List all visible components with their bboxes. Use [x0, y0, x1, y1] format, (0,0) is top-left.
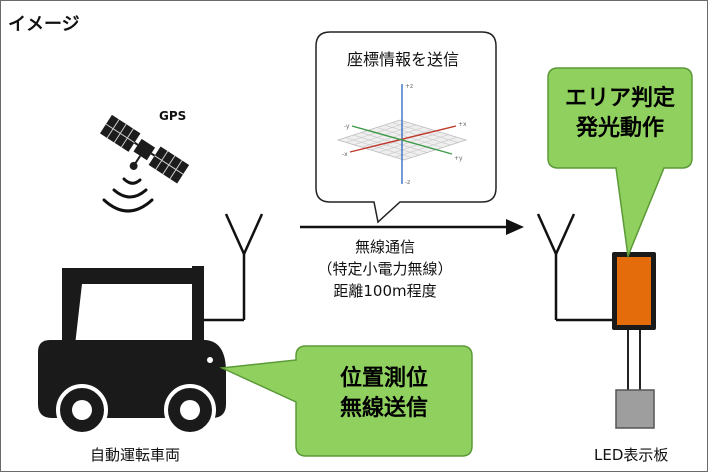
radio-line-3: 距離100m程度 [333, 282, 437, 300]
svg-text:+x: +x [458, 121, 467, 128]
vehicle-label: 自動運転車両 [90, 446, 181, 464]
radio-line-1: 無線通信 [354, 238, 415, 256]
led-callout-text: エリア判定 発光動作 [548, 84, 692, 144]
led-callout-bubble [547, 67, 693, 259]
radio-description: 無線通信 （特定小電力無線） 距離100m程度 [300, 236, 470, 302]
coordinate-grid-icon: +z +x +y -y -x -z [336, 83, 468, 186]
led-board-label: LED表示板 [594, 446, 669, 464]
led-display-board-icon [612, 252, 656, 429]
page-title: イメージ [8, 14, 80, 35]
autonomous-vehicle-icon [38, 266, 226, 436]
vehicle-callout-line-2: 無線送信 [339, 396, 428, 421]
svg-text:-y: -y [344, 123, 350, 130]
vehicle-callout-text: 位置測位 無線送信 [296, 364, 472, 424]
vehicle-callout-bubble [219, 345, 473, 457]
coordinate-bubble-label: 座標情報を送信 [346, 50, 459, 69]
led-callout-line-2: 発光動作 [575, 116, 664, 141]
vehicle-antenna-icon [204, 213, 264, 322]
led-callout-line-1: エリア判定 [564, 86, 675, 111]
svg-text:-x: -x [342, 151, 348, 158]
transmission-arrow-head [506, 219, 524, 235]
satellite-signal-waves-icon [102, 177, 154, 213]
radio-line-2: （特定小電力無線） [317, 260, 453, 278]
vehicle-callout-line-1: 位置測位 [339, 366, 428, 391]
led-board-antenna-icon [536, 213, 612, 322]
svg-text:+z: +z [405, 83, 413, 90]
gps-label: GPS [159, 109, 187, 123]
svg-text:+y: +y [454, 155, 463, 162]
svg-text:-z: -z [405, 179, 410, 186]
satellite-icon [99, 114, 190, 184]
